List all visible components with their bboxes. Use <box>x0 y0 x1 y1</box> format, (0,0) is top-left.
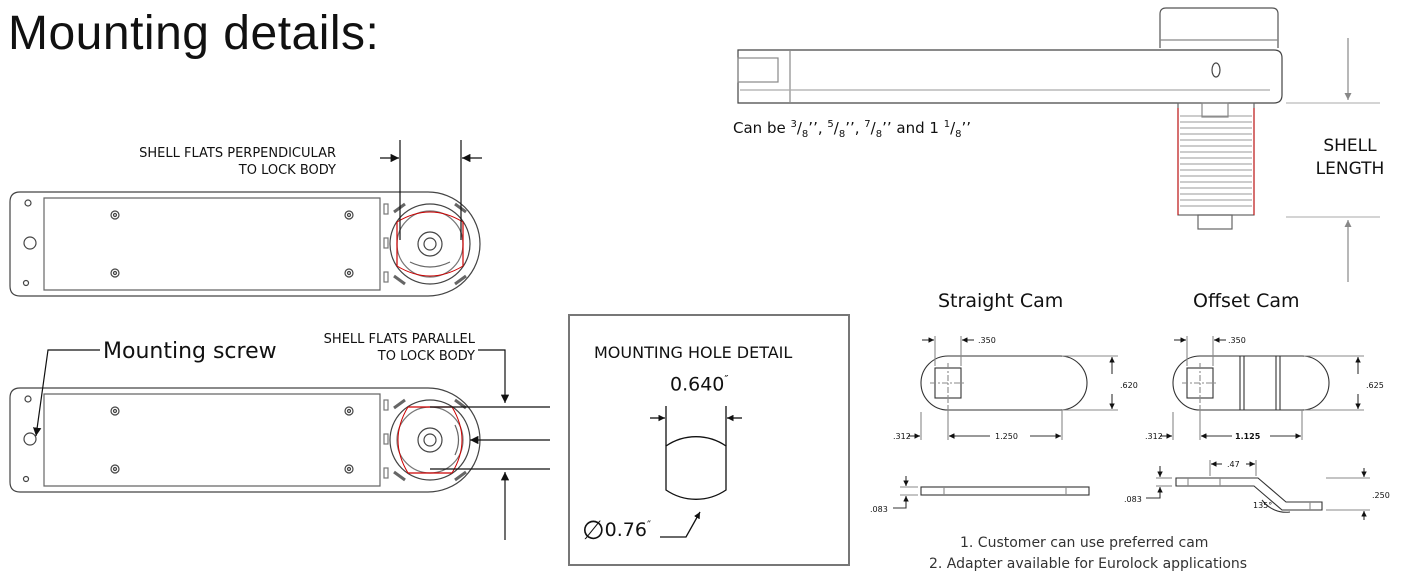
offset-cam-title: Offset Cam <box>1193 290 1300 312</box>
fraction-denominator: 8 <box>955 129 962 140</box>
straight-cam-title: Straight Cam <box>938 290 1064 312</box>
flat-width-value: 0.640 <box>670 373 725 396</box>
lock-body-bottom <box>9 387 481 493</box>
length-fraction: 5/8’’, <box>827 119 865 140</box>
shell-length-line: LENGTH <box>1315 159 1385 179</box>
note-1: 1. Customer can use preferred cam <box>960 535 1209 551</box>
length-options: 3/8’’, 5/8’’, 7/8’’ and 1 1/8’’ <box>790 119 972 140</box>
shell-length-line: SHELL <box>1323 136 1377 156</box>
length-fraction: 3/8’’, <box>790 119 828 140</box>
offset-square-dimension: .350 <box>1228 336 1246 345</box>
mounting-screw-leader <box>33 349 100 437</box>
offset-cam-drawing <box>1146 336 1370 520</box>
straight-height-dimension: .620 <box>1120 381 1138 390</box>
fraction-slash: / <box>833 119 839 137</box>
fraction-slash: / <box>870 119 876 137</box>
fraction-slash: / <box>796 119 802 137</box>
note-2: 2. Adapter available for Eurolock applic… <box>929 556 1248 572</box>
hole-detail-title: MOUNTING HOLE DETAIL <box>594 343 793 362</box>
offset-height-dimension: .625 <box>1366 381 1384 390</box>
offset-angle-dimension: 135° <box>1253 501 1272 510</box>
caption-line: SHELL FLATS PARALLEL <box>323 332 475 347</box>
fraction-suffix: ’’, <box>808 119 828 137</box>
fraction-numerator: 3 <box>790 119 797 130</box>
fraction-suffix: ’’, <box>845 119 865 137</box>
inch-mark: ″ <box>646 518 652 532</box>
page-title: Mounting details: <box>8 7 380 60</box>
fraction-numerator: 1 <box>943 119 951 130</box>
caption-line: SHELL FLATS PERPENDICULAR <box>139 146 336 161</box>
fraction-denominator: 8 <box>838 129 846 140</box>
offset-rise-dimension: .250 <box>1372 491 1390 500</box>
fraction-numerator: 5 <box>827 119 834 130</box>
fraction-slash: / <box>950 119 956 137</box>
length-options-text: Can be 3/8’’, 5/8’’, 7/8’’ and 1 1/8’’ <box>733 119 971 140</box>
fraction-denominator: 8 <box>801 129 809 140</box>
mounting-hole-shape <box>650 406 742 538</box>
straight-cam-drawing <box>893 336 1118 509</box>
fraction-suffix: ’’ <box>961 119 972 137</box>
straight-offset-dimension: .312 <box>893 432 911 441</box>
length-fraction: 1/8’’ <box>943 119 972 140</box>
lock-body-top <box>9 191 481 297</box>
offset-length-dimension: 1.125 <box>1235 432 1261 441</box>
fraction-denominator: 8 <box>875 129 883 140</box>
diameter-value: 0.76 <box>604 519 647 541</box>
shell-length-label: SHELL LENGTH <box>1300 135 1400 181</box>
length-fraction: 7/8’’ and 1 <box>864 119 944 140</box>
flat-width-dimension: 0.640″ <box>670 373 729 395</box>
straight-thickness-dimension: .083 <box>870 505 888 514</box>
fraction-suffix: ’’ and 1 <box>882 119 944 137</box>
lock-side-view <box>737 7 1283 230</box>
offset-offset-dimension: .312 <box>1145 432 1163 441</box>
caption-line: TO LOCK BODY <box>238 163 336 178</box>
offset-thickness-dimension: .083 <box>1124 495 1142 504</box>
flats-parallel-caption: SHELL FLATS PARALLEL TO LOCK BODY <box>270 331 475 365</box>
inch-mark: ″ <box>724 373 729 386</box>
arrow-icon <box>478 349 510 403</box>
caption-line: TO LOCK BODY <box>377 349 475 364</box>
straight-square-dimension: .350 <box>978 336 996 345</box>
offset-step-dimension: .47 <box>1227 460 1240 469</box>
diameter-symbol: ∅ <box>582 516 605 546</box>
flats-perpendicular-caption: SHELL FLATS PERPENDICULAR TO LOCK BODY <box>100 145 336 179</box>
straight-length-dimension: 1.250 <box>995 432 1018 441</box>
fraction-numerator: 7 <box>864 119 871 130</box>
mounting-hole-detail-box <box>568 314 850 566</box>
mounting-screw-label: Mounting screw <box>103 339 277 364</box>
can-be-prefix: Can be <box>733 119 786 137</box>
diameter-dimension: ∅0.76″ <box>582 516 651 546</box>
